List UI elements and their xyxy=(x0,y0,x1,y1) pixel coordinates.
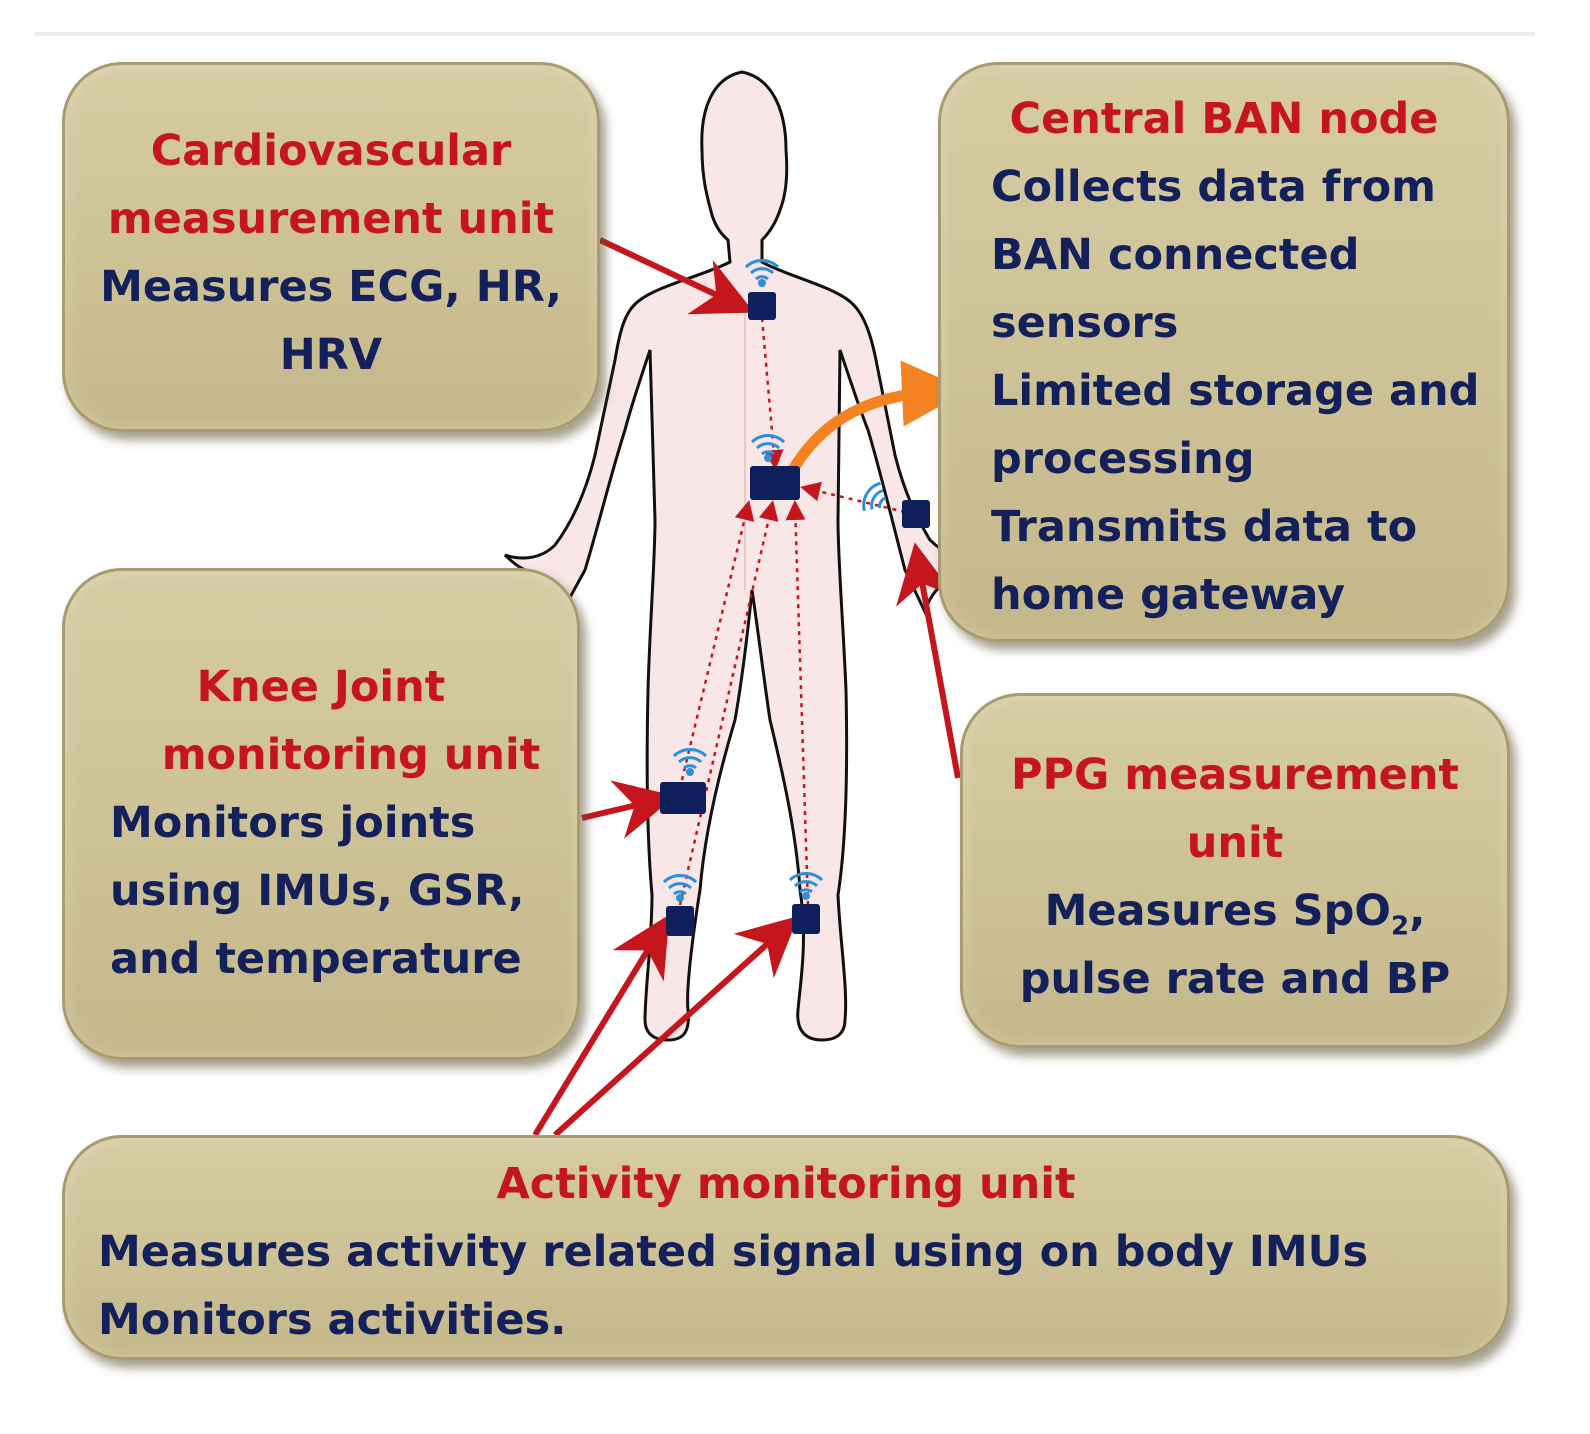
ppg-body-line2: pulse rate and BP xyxy=(1019,954,1451,1004)
ppg-spo2-subscript: 2 xyxy=(1390,911,1410,942)
ppg-title-line2: unit xyxy=(1186,818,1284,868)
central-title: Central BAN node xyxy=(1009,94,1439,144)
cardio-title-line1: Cardiovascular xyxy=(150,126,512,176)
uplink-arrow xyxy=(785,360,968,478)
activity-title: Activity monitoring unit xyxy=(496,1159,1076,1209)
cardio-body-line2: HRV xyxy=(279,330,383,380)
central-body-line2: BAN connected xyxy=(991,230,1360,280)
unit-arrows xyxy=(532,237,961,1138)
cardio-unit-box: Cardiovascular measurement unit Measures… xyxy=(62,62,600,432)
ppg-spo2-comma: , xyxy=(1409,886,1426,936)
cardio-body-line1: Measures ECG, HR, xyxy=(100,262,562,312)
knee-body-line1: Monitors joints xyxy=(110,798,476,848)
knee-body-line2: using IMUs, GSR, xyxy=(110,866,525,916)
sensor-node-icon xyxy=(748,292,776,320)
wifi-signal-icon xyxy=(662,874,698,902)
sensor-node-icon xyxy=(792,904,820,934)
sensor-node-icon xyxy=(660,782,706,814)
activity-body-line1: Measures activity related signal using o… xyxy=(98,1227,1369,1277)
central-body-line5: processing xyxy=(991,434,1255,484)
top-rule xyxy=(35,32,1535,36)
central-body-line1: Collects data from xyxy=(991,162,1436,212)
sensor-node-icon xyxy=(666,906,694,936)
activity-unit-box: Activity monitoring unit Measures activi… xyxy=(62,1135,1510,1360)
sensor-node-icon xyxy=(902,500,930,528)
knee-title-line2: monitoring unit xyxy=(161,730,541,780)
ppg-unit-box: PPG measurement unit Measures SpO2, puls… xyxy=(960,693,1510,1048)
central-body-line4: Limited storage and xyxy=(991,366,1480,416)
wifi-signal-icon xyxy=(750,434,786,462)
wifi-signal-icon xyxy=(672,748,708,776)
central-body-line6: Transmits data to xyxy=(991,502,1418,552)
knee-body-line3: and temperature xyxy=(110,934,522,984)
sensor-node-icon xyxy=(750,466,800,500)
knee-unit-box: Knee Joint monitoring unit Monitors join… xyxy=(62,568,580,1060)
wifi-signal-icon xyxy=(862,481,887,512)
central-body-line7: home gateway xyxy=(991,570,1346,620)
wifi-signals xyxy=(662,259,887,902)
sensor-nodes xyxy=(660,292,930,936)
ppg-spo2-label: Measures SpO xyxy=(1044,886,1391,936)
ppg-title-line1: PPG measurement xyxy=(1011,750,1459,800)
knee-title-line1: Knee Joint xyxy=(196,662,446,712)
wifi-signal-icon xyxy=(744,259,780,287)
wifi-signal-icon xyxy=(788,872,824,900)
central-body-line3: sensors xyxy=(991,298,1179,348)
sensor-links xyxy=(678,317,906,906)
central-node-box: Central BAN node Collects data from BAN … xyxy=(938,62,1510,642)
ppg-body-line1: Measures SpO2, xyxy=(963,877,1507,945)
activity-body-line2: Monitors activities. xyxy=(98,1295,567,1345)
cardio-title-line2: measurement unit xyxy=(107,194,555,244)
